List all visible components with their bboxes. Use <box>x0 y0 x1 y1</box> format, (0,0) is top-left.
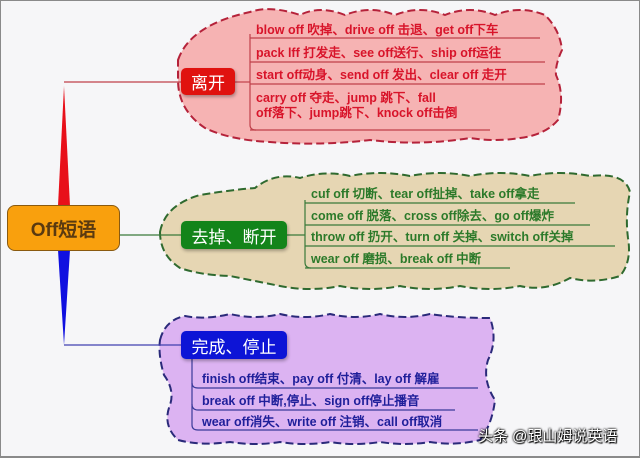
leaf-item[interactable]: come off 脱落、cross off除去、go off爆炸 <box>311 209 555 223</box>
leaf-item[interactable]: break off 中断,停止、sign off停止播音 <box>202 394 420 408</box>
cloud-leave <box>177 8 564 145</box>
leaf-item[interactable]: blow off 吹掉、drive off 击退、get off下车 <box>256 23 499 37</box>
leaf-item[interactable]: finish off结束、pay off 付清、lay off 解雇 <box>202 372 440 386</box>
leaf-item[interactable]: throw off 扔开、turn off 关掉、switch off关掉 <box>311 230 574 244</box>
red-spike <box>58 86 70 206</box>
leaf-item[interactable]: wear off 磨损、break off 中断 <box>311 252 482 266</box>
branch-leave[interactable]: 离开 <box>181 68 235 95</box>
leaf-item[interactable]: pack lff 打发走、see off送行、ship off运往 <box>256 46 502 60</box>
leaf-item[interactable]: off落下、jump跳下、knock off击倒 <box>256 106 458 120</box>
branch-finish-stop[interactable]: 完成、停止 <box>181 331 287 359</box>
branch-remove-break[interactable]: 去掉、断开 <box>181 221 287 249</box>
blue-spike <box>58 250 70 345</box>
watermark: 头条 @跟山姆说英语 <box>478 428 618 445</box>
leaf-item[interactable]: wear off消失、write off 注销、call off取消 <box>202 415 443 429</box>
leaf-item[interactable]: carry off 夺走、jump 跳下、fall <box>256 91 436 105</box>
leaf-item[interactable]: cuf off 切断、tear off扯掉、take off拿走 <box>311 187 540 201</box>
root-node[interactable]: Off短语 <box>7 205 120 251</box>
cloud-remove <box>158 172 632 290</box>
leaf-item[interactable]: start off动身、send off 发出、clear off 走开 <box>256 68 507 82</box>
